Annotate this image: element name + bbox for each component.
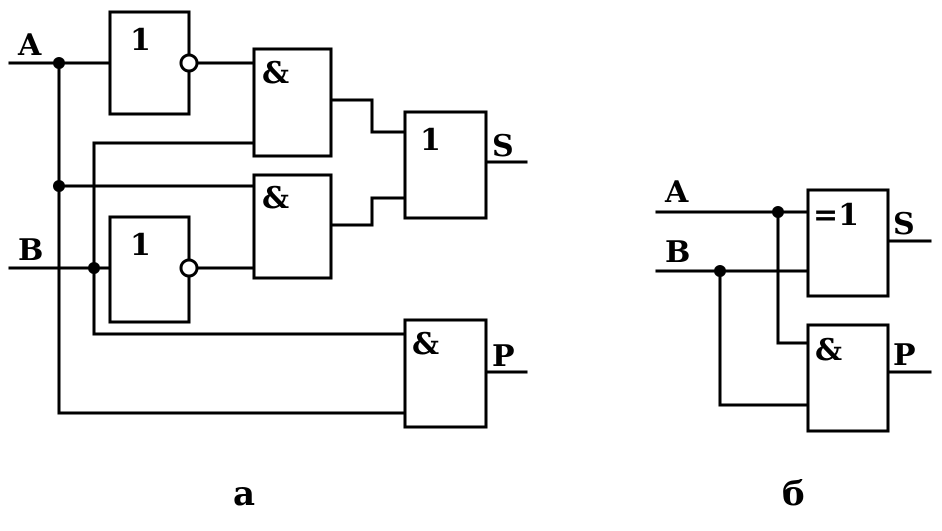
gate-and-b <box>806 323 890 433</box>
label-gate-not-bottom: 1 <box>130 228 151 263</box>
gate-not-bottom <box>108 215 191 324</box>
junction-a-mid <box>53 180 65 192</box>
junction-b-input <box>88 262 100 274</box>
label-gate-and-carry: & <box>412 327 439 362</box>
label-output-p-a: P <box>492 339 515 374</box>
diagram-a-wires <box>8 61 528 415</box>
label-gate-or-sum: 1 <box>420 123 441 158</box>
label-output-s-b: S <box>893 207 915 242</box>
label-input-b: B <box>18 233 43 268</box>
caption-a: а <box>233 474 255 514</box>
label-input-a: A <box>17 28 42 63</box>
label-gate-and-top: & <box>262 56 289 91</box>
gate-and-carry <box>403 318 488 429</box>
gate-not-top <box>108 10 191 116</box>
gate-or-sum <box>403 110 488 220</box>
label-gate-xor: =1 <box>813 198 859 233</box>
wire-a-to-and-b <box>776 210 810 345</box>
wire-and-top-out <box>329 98 407 134</box>
wire-b-to-and-b <box>718 269 810 407</box>
label-gate-not-top: 1 <box>130 23 151 58</box>
label-input-b-b: B <box>665 235 690 270</box>
junction-b-b <box>714 265 726 277</box>
label-gate-and-mid: & <box>262 181 289 216</box>
label-gate-and-b: & <box>815 333 842 368</box>
inverter-bubble-bottom <box>179 258 199 278</box>
inverter-bubble-top <box>179 53 199 73</box>
label-output-s-a: S <box>492 129 514 164</box>
wire-and-mid-out <box>329 196 407 227</box>
caption-b: б <box>782 474 805 514</box>
label-input-a-b: A <box>664 175 689 210</box>
gate-and-top <box>252 47 333 158</box>
wire-a-bus <box>57 61 407 415</box>
wire-b-to-and-top <box>92 141 256 270</box>
junction-a-input <box>53 57 65 69</box>
label-output-p-b: P <box>893 338 916 373</box>
wire-b-to-and-carry <box>92 266 407 336</box>
junction-a-b <box>772 206 784 218</box>
gate-and-mid <box>252 173 333 280</box>
gate-xor <box>806 188 890 298</box>
